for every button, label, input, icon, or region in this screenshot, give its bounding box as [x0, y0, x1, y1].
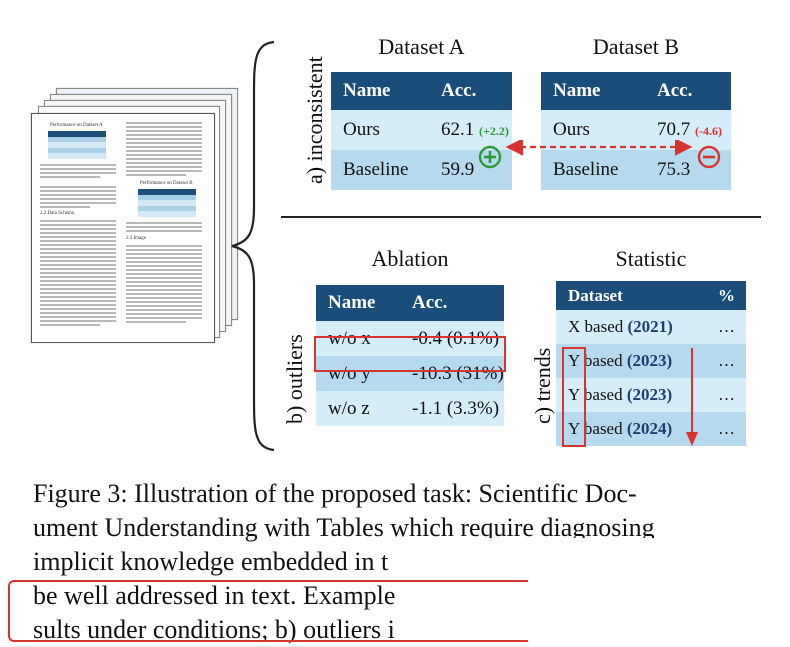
inconsistency-arrow-icon	[505, 140, 693, 156]
caption-line: Figure 3: Illustration of the proposed t…	[33, 479, 637, 508]
table-row: Y based (2024) …	[556, 412, 746, 446]
year-label: (2021)	[627, 317, 673, 336]
acc-value: 62.1	[441, 119, 475, 140]
year-label: (2023)	[626, 385, 673, 404]
cell-name: Baseline	[343, 159, 409, 180]
minus-circle-icon	[697, 145, 721, 169]
caption-line: be well addressed in text. Example	[33, 581, 396, 610]
table-row: w/o x -0.4 (0.1%)	[316, 321, 504, 356]
dataset-a-title: Dataset A	[378, 34, 465, 59]
delta-value: (-4.6)	[695, 124, 722, 138]
plus-circle-icon	[478, 145, 502, 169]
label-trends: c) trends	[530, 347, 555, 424]
ablation-title: Ablation	[371, 246, 449, 271]
thumb-section-heading-2: 2.3 Image	[126, 236, 146, 241]
statistic-title: Statistic	[615, 246, 687, 271]
trend-highlight-box	[562, 347, 586, 447]
cell-acc: -1.1 (3.3%)	[412, 397, 500, 419]
cell-percent: …	[718, 317, 735, 336]
label-inconsistent: a) inconsistent	[302, 56, 327, 184]
cell-acc: 62.1 (+2.2)	[429, 110, 512, 150]
table-row: w/o y -10.3 (31%)	[316, 356, 504, 391]
caption-line: ument Understanding with Tables which re…	[33, 513, 655, 542]
cell-name: Ours	[343, 119, 380, 140]
cell-name: w/o x	[328, 327, 371, 349]
caption-fade-overlay	[430, 538, 790, 646]
cell-acc: -10.3 (31%)	[412, 362, 504, 384]
cell-percent: …	[718, 419, 735, 438]
col-header-percent: %	[706, 281, 746, 310]
col-header-name: Name	[541, 72, 645, 110]
cell-acc: 75.3	[657, 159, 691, 180]
year-label: (2024)	[626, 419, 673, 438]
outlier-highlight-box	[314, 336, 506, 372]
cell-name: Ours	[553, 119, 590, 140]
label-outliers: b) outliers	[282, 334, 307, 424]
thumb-table-title-2: Performance on Dataset B	[140, 181, 193, 186]
cell-name: w/o y	[328, 362, 371, 384]
thumb-table-title: Performance on Dataset A	[50, 123, 103, 128]
down-arrow-icon	[686, 348, 698, 446]
ablation-table: Name Acc. w/o x -0.4 (0.1%) w/o y -10.3 …	[316, 285, 504, 426]
dataset-b-title: Dataset B	[592, 34, 680, 59]
col-header-name: Name	[316, 285, 400, 321]
cell-acc: -0.4 (0.1%)	[412, 327, 500, 349]
cell-dataset: X based (2021)	[568, 317, 673, 336]
cell-acc: 70.7 (-4.6)	[645, 110, 731, 150]
table-row: w/o z -1.1 (3.3%)	[316, 391, 504, 426]
cell-acc: 59.9	[441, 159, 475, 180]
col-header-name: Name	[331, 72, 429, 110]
cell-name: Baseline	[553, 159, 619, 180]
dataset-a-table: Name Acc. Ours 62.1 (+2.2) Baseline 59.9	[331, 72, 512, 190]
col-header-acc: Acc.	[429, 72, 512, 110]
figure-caption: Figure 3: Illustration of the proposed t…	[33, 477, 763, 647]
table-row: Baseline 59.9	[331, 150, 512, 190]
thumb-table	[48, 131, 106, 159]
cell-name: w/o z	[328, 397, 370, 419]
delta-value: (+2.2)	[479, 124, 509, 138]
cell-dataset: Y based (2023)	[568, 385, 673, 404]
table-row: Ours 62.1 (+2.2)	[331, 110, 512, 150]
thumb-section-heading: 2.2 Data Schema	[40, 211, 75, 216]
caption-line: sults under conditions; b) outliers i	[33, 615, 395, 644]
table-row: Y based (2023) …	[556, 378, 746, 412]
cell-percent: …	[718, 385, 735, 404]
cell-dataset: Y based (2023)	[568, 351, 673, 370]
col-header-acc: Acc.	[645, 72, 731, 110]
table-row: X based (2021) …	[556, 310, 746, 344]
table-row: Y based (2023) …	[556, 344, 746, 378]
acc-value: 70.7	[657, 119, 691, 140]
year-label: (2023)	[626, 351, 673, 370]
thumb-table-2	[138, 189, 196, 217]
statistic-table: Dataset % X based (2021) … Y based (2023…	[556, 281, 746, 446]
section-divider	[281, 216, 761, 218]
caption-highlight-box	[8, 580, 528, 642]
paper-front-page: Performance on Dataset A 2.2 Data Schema	[31, 113, 215, 343]
col-header-dataset: Dataset	[556, 281, 706, 310]
caption-line: implicit knowledge embedded in t	[33, 547, 389, 576]
col-header-acc: Acc.	[400, 285, 504, 321]
cell-percent: …	[718, 351, 735, 370]
cell-dataset: Y based (2024)	[568, 419, 673, 438]
curly-brace-icon	[231, 40, 275, 452]
